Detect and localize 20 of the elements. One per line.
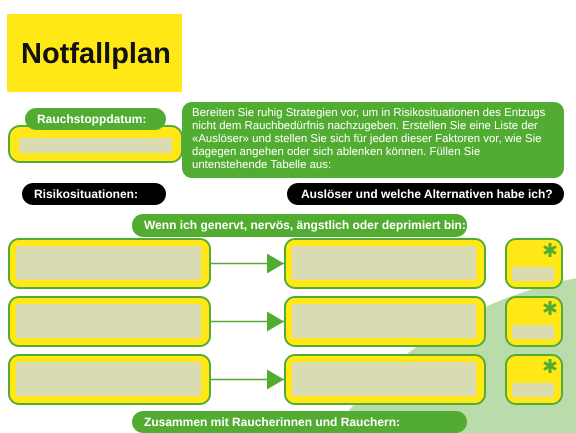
title-banner: Notfallplan — [7, 14, 182, 92]
arrow — [211, 312, 284, 332]
arrow — [211, 254, 284, 274]
section-heading: Zusammen mit Raucherinnen und Rauchern: — [132, 411, 467, 433]
answer-field — [8, 238, 211, 289]
answer-field — [505, 354, 563, 405]
instruction-text: Bereiten Sie ruhig Strategien vor, um in Risikosituationen des Entzugs nicht dem Rauchbedürfnis nachzugeben. Erstellen Sie eine Liste der «Auslöser» und stellen Sie sich für jeden dieser Faktoren vor, wie Sie dagegen angehen oder sich ablenken können. Füllen Sie untenstehende Tabelle aus: — [182, 102, 564, 178]
answer-field — [284, 296, 486, 347]
answer-field — [284, 354, 486, 405]
answer-field — [8, 354, 211, 405]
answer-field — [505, 296, 563, 347]
section-heading: Risikosituationen: — [22, 183, 166, 205]
answer-field — [284, 238, 486, 289]
section-heading: Auslöser und welche Alternativen habe ich? — [287, 183, 564, 205]
date-field — [8, 125, 183, 163]
answer-field — [8, 296, 211, 347]
answer-field — [505, 238, 563, 289]
section-heading: Wenn ich genervt, nervös, ängstlich oder deprimiert bin: — [132, 214, 467, 237]
arrow — [211, 370, 284, 390]
heading-tab: Rauchstoppdatum: — [25, 108, 166, 130]
